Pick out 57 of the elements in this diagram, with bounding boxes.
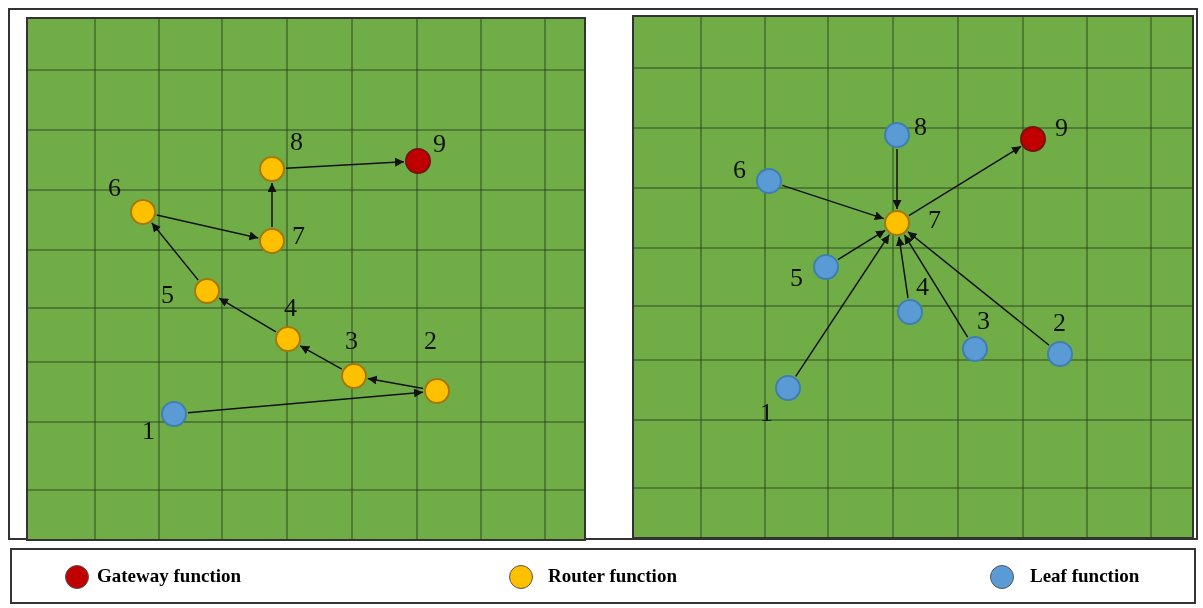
arrow — [892, 148, 902, 210]
arrow — [218, 297, 277, 333]
grid-panel — [26, 17, 586, 541]
arrow — [908, 145, 1022, 217]
arrow — [155, 214, 260, 241]
device-node — [424, 378, 450, 404]
device-node — [259, 228, 285, 254]
device-node — [259, 156, 285, 182]
arrow — [903, 234, 969, 338]
arrow — [837, 229, 886, 261]
node-number: 5 — [790, 265, 803, 291]
node-number: 9 — [1055, 115, 1068, 141]
device-node — [962, 336, 988, 362]
device-node — [194, 278, 220, 304]
node-number: 2 — [424, 328, 437, 354]
device-node — [1047, 341, 1073, 367]
legend-label: Leaf function — [1030, 564, 1140, 588]
arrow — [367, 375, 424, 390]
arrow — [267, 182, 277, 228]
node-number: 1 — [142, 418, 155, 444]
legend-label: Gateway function — [97, 564, 242, 588]
node-number: 4 — [916, 274, 929, 300]
device-node — [884, 210, 910, 236]
device-node — [275, 326, 301, 352]
node-number: 8 — [914, 114, 927, 140]
device-node — [1020, 126, 1046, 152]
node-number: 6 — [733, 157, 746, 183]
grid-panel — [632, 15, 1194, 539]
device-node — [341, 363, 367, 389]
arrow — [794, 233, 891, 378]
device-node — [813, 254, 839, 280]
node-number: 9 — [433, 131, 446, 157]
arrow — [895, 236, 909, 299]
node-number: 4 — [284, 295, 297, 321]
arrow — [907, 231, 1050, 346]
node-number: 3 — [345, 328, 358, 354]
node-number: 5 — [161, 282, 174, 308]
arrow — [151, 222, 199, 281]
device-node — [161, 401, 187, 427]
device-node — [756, 168, 782, 194]
device-node — [130, 199, 156, 225]
node-number: 2 — [1053, 310, 1066, 336]
arrow — [187, 388, 424, 414]
device-node — [405, 148, 431, 174]
device-node — [897, 299, 923, 325]
arrow — [781, 184, 885, 221]
node-number: 3 — [977, 308, 990, 334]
device-node — [884, 122, 910, 148]
node-number: 8 — [290, 129, 303, 155]
arrow — [285, 157, 405, 169]
device-node — [775, 375, 801, 401]
node-number: 6 — [108, 175, 121, 201]
arrow — [299, 345, 343, 370]
node-number: 7 — [928, 207, 941, 233]
node-number: 7 — [292, 223, 305, 249]
node-number: 1 — [760, 400, 773, 426]
legend-label: Router function — [548, 564, 677, 588]
